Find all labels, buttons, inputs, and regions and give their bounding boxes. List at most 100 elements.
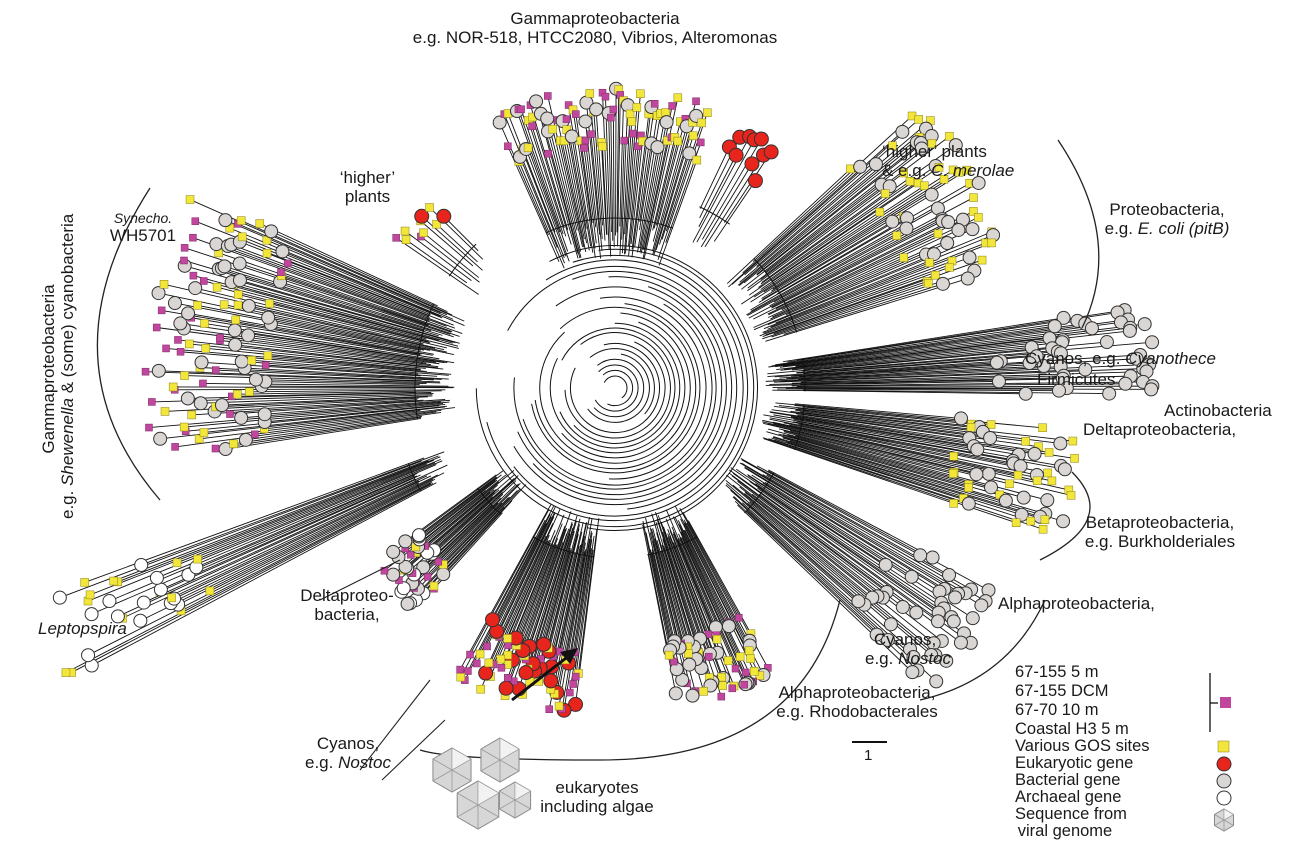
gos-site-marker <box>636 89 645 98</box>
label-synecho: Synecho. WH5701 <box>108 210 178 245</box>
station-marker <box>545 705 553 713</box>
tree-branch <box>772 389 1026 395</box>
eukaryotic-gene-marker <box>498 680 514 696</box>
bacterial-gene-marker <box>961 496 976 511</box>
gos-site-marker <box>255 219 265 228</box>
tree-arc <box>522 303 713 486</box>
tree-branch <box>631 113 650 250</box>
bacterial-gene-marker <box>981 466 996 481</box>
tree-branch <box>547 153 579 259</box>
station-marker <box>587 130 595 138</box>
tree-branch <box>772 421 1019 476</box>
icosahedron-edge <box>1223 819 1234 826</box>
tree-branch <box>404 230 472 281</box>
tree-branch <box>665 122 703 232</box>
clade-arc <box>448 243 477 277</box>
gos-site-marker <box>172 558 182 568</box>
tree-branch <box>652 126 688 252</box>
gos-site-marker <box>237 232 247 242</box>
tree-branch <box>775 402 1043 429</box>
station-marker <box>497 664 506 672</box>
tree-branch <box>762 282 929 340</box>
label-text: & e.g. <box>882 161 932 180</box>
tree-branch <box>794 403 962 419</box>
tree-branch <box>530 104 569 231</box>
station-marker <box>705 652 713 661</box>
bacterial-gene-marker <box>984 480 999 495</box>
tree-arc <box>531 303 701 474</box>
bacterial-gene-marker <box>935 276 950 291</box>
bacterial-gene-marker <box>232 256 247 271</box>
bacterial-gene-marker <box>869 627 884 642</box>
legend-bacterial: Bacterial gene <box>1015 771 1121 789</box>
bacterial-gene-marker <box>564 129 579 144</box>
tree-branch <box>796 327 1131 368</box>
bacterial-gene-marker <box>904 569 919 584</box>
gos-site-marker <box>159 280 169 289</box>
gos-site-marker <box>688 131 698 140</box>
bacterial-gene-marker <box>227 323 242 338</box>
tree-branch <box>189 343 426 369</box>
tree-branch <box>71 482 434 673</box>
legend-station-swatch <box>1220 697 1231 708</box>
bacterial-gene-marker <box>232 273 247 288</box>
tree-branch <box>763 257 970 334</box>
tree-arc <box>507 265 738 510</box>
tree-branch <box>187 312 422 355</box>
label-text: E. coli (pitB) <box>1137 219 1230 238</box>
tree-arc <box>486 254 749 522</box>
archaeal-gene-marker <box>110 609 125 624</box>
gos-site-marker <box>167 593 176 603</box>
tree-branch <box>225 417 422 450</box>
tree-branch <box>748 165 936 296</box>
gos-site-marker <box>888 141 897 151</box>
tree-branch <box>600 142 607 235</box>
tree-branch <box>233 415 422 445</box>
gos-site-marker <box>1038 525 1048 534</box>
gos-site-marker <box>231 315 240 325</box>
label-text: e.g. E. coli (pitB) <box>1092 219 1242 238</box>
tree-branch <box>209 478 434 592</box>
station-marker <box>572 110 580 118</box>
station-marker <box>261 361 270 369</box>
label-text: WH5701 <box>109 226 177 245</box>
label-text: Shewenella <box>58 398 77 486</box>
tree-branch <box>436 223 478 263</box>
tree-branch <box>787 434 969 485</box>
label-cyanos-cyanothece: Cyanos, e.g. Cyanothece <box>1025 349 1216 368</box>
eukaryotic-gene-marker <box>478 665 494 681</box>
tree-branch <box>180 481 433 612</box>
gos-site-marker <box>1043 468 1052 478</box>
tree-branch <box>763 169 954 293</box>
label-text: eukaryotes <box>555 778 639 797</box>
tree-branch <box>270 230 448 313</box>
tree-branch <box>642 105 673 250</box>
bacterial-gene-marker <box>241 298 256 313</box>
tree-branch <box>779 369 1086 382</box>
gos-site-marker <box>187 410 196 420</box>
bacterial-gene-marker <box>180 391 195 406</box>
tree-branch <box>192 237 463 335</box>
station-marker <box>456 665 464 674</box>
bacterial-gene-marker <box>685 688 700 703</box>
bacterial-gene-marker <box>261 310 276 325</box>
gos-site-marker <box>109 576 118 586</box>
tree-arc <box>589 348 655 415</box>
legend-viral: Sequence from viral genome <box>1015 806 1127 840</box>
tree-branch <box>741 211 881 305</box>
tree-arc <box>594 364 639 412</box>
gos-site-marker <box>987 238 996 248</box>
tree-branch <box>605 96 612 257</box>
tree-branch <box>233 284 440 341</box>
tree-branch <box>747 474 886 566</box>
gos-site-marker <box>229 439 238 449</box>
station-marker <box>517 105 525 113</box>
station-marker <box>607 113 615 122</box>
station-marker <box>464 667 472 675</box>
station-marker <box>191 217 200 225</box>
tree-branch <box>631 106 652 258</box>
tree-branch <box>623 133 634 255</box>
label-text: e.g. Nostoc <box>293 753 403 772</box>
bacterial-gene-marker <box>1056 310 1071 325</box>
tree-branch <box>527 120 567 237</box>
